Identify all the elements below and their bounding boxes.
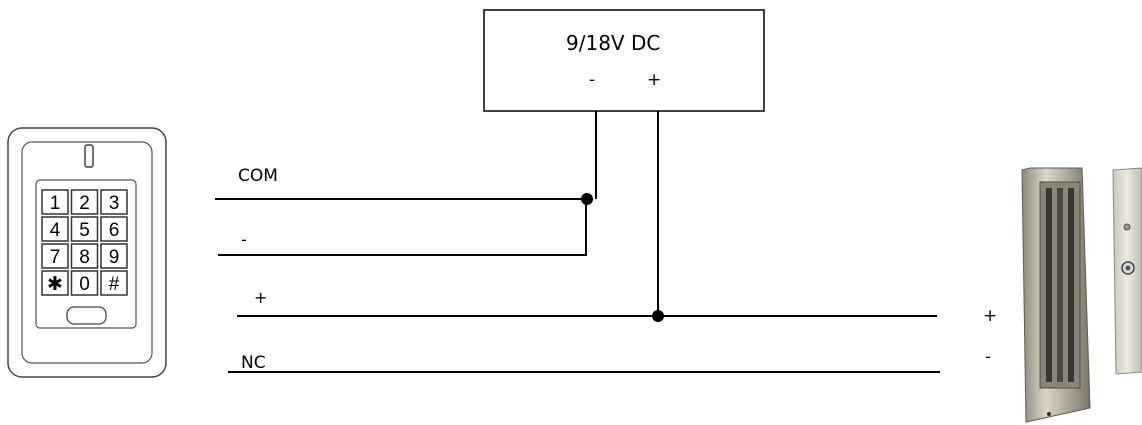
keypad-key-label: 0 bbox=[79, 274, 90, 295]
power-supply: 9/18V DC - + bbox=[483, 9, 765, 112]
com-junction bbox=[581, 193, 593, 205]
lock-plus-label: + bbox=[983, 306, 997, 326]
keypad-key bbox=[70, 189, 99, 215]
keypad-card-reader bbox=[66, 306, 107, 325]
power-supply-minus-label: - bbox=[589, 70, 595, 90]
lock-minus-label: - bbox=[985, 347, 991, 367]
power-supply-plus-label: + bbox=[647, 70, 661, 90]
wires: COM - + NC bbox=[215, 111, 940, 373]
keypad-key-label: # bbox=[109, 274, 120, 295]
keypad-key-label: 7 bbox=[50, 247, 61, 268]
magnetic-lock bbox=[1021, 167, 1091, 423]
minus-wire bbox=[218, 199, 587, 256]
keypad-key bbox=[100, 243, 128, 269]
armature-plate bbox=[1112, 167, 1142, 375]
keypad-key bbox=[70, 270, 99, 296]
plus-wire-label: + bbox=[254, 288, 267, 307]
keypad-key-label: 6 bbox=[109, 220, 120, 241]
keypad-key bbox=[70, 243, 99, 269]
power-supply-label: 9/18V DC bbox=[566, 31, 660, 55]
minus-wire-label: - bbox=[241, 230, 247, 249]
keypad-key-label: 1 bbox=[50, 193, 61, 214]
keypad-key bbox=[100, 270, 128, 296]
keypad-key bbox=[41, 216, 69, 242]
nc-wire-label: NC bbox=[241, 353, 266, 373]
keypad-key-label: 8 bbox=[79, 247, 90, 268]
armature-bolt-center-icon bbox=[1125, 265, 1131, 271]
com-wire-label: COM bbox=[238, 166, 278, 186]
keypad-key bbox=[70, 216, 99, 242]
keypad-key-label: 3 bbox=[109, 193, 120, 214]
keypad-key-label: 4 bbox=[50, 220, 61, 241]
armature-small-screw-icon bbox=[1123, 223, 1131, 231]
keypad-key-label: 9 bbox=[109, 247, 120, 268]
keypad-key bbox=[41, 189, 69, 215]
plus-junction bbox=[652, 310, 664, 322]
keypad-key bbox=[41, 243, 69, 269]
keypad-inner-frame bbox=[35, 179, 137, 329]
keypad-key-label: ✱ bbox=[47, 274, 63, 295]
keypad-key bbox=[41, 270, 69, 296]
maglock-screw-icon bbox=[1047, 412, 1051, 416]
power-supply-box bbox=[483, 9, 765, 112]
maglock-core-right bbox=[1068, 188, 1074, 382]
keypad-key bbox=[100, 189, 128, 215]
keypad-key-label: 2 bbox=[79, 193, 90, 214]
keypad-key bbox=[100, 216, 128, 242]
keypad-key-label: 5 bbox=[79, 220, 90, 241]
maglock-core-mid bbox=[1057, 188, 1063, 382]
keypad-antenna-icon bbox=[84, 144, 94, 168]
maglock-core-left bbox=[1046, 188, 1052, 382]
